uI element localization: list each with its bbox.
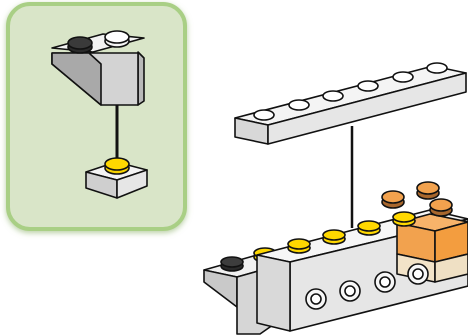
callout-stud-tile [85,157,148,199]
long-white-plate [234,62,467,145]
callout-slope-brick [51,30,145,106]
main-assembly [203,181,468,335]
